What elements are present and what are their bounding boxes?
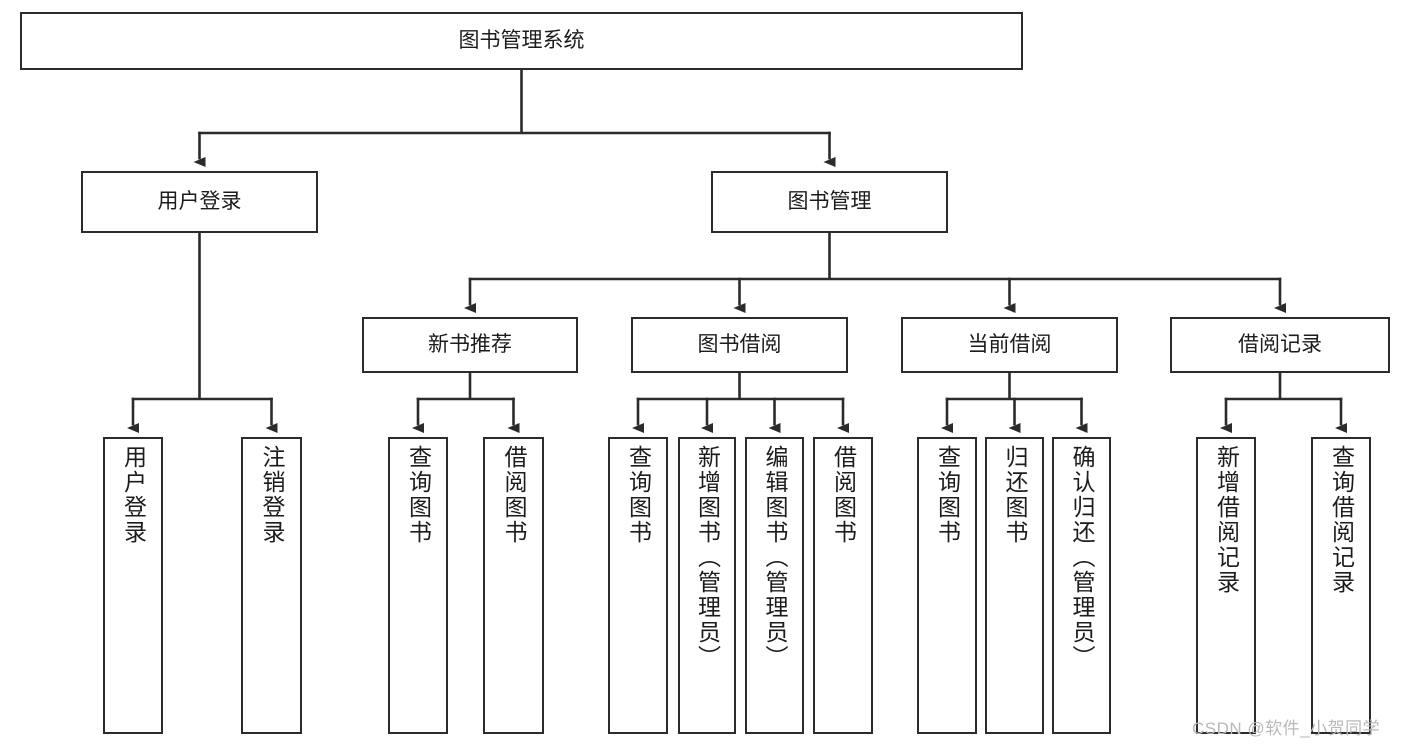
edge-bus (416, 371, 515, 401)
node-leaf-logout[interactable]: 注销登录 (241, 437, 302, 734)
node-leaf-rec-add[interactable]: 新增借阅记录 (1196, 437, 1256, 734)
node-label: 新增图书（管理员） (694, 445, 721, 670)
node-leaf-bb-add[interactable]: 新增图书（管理员） (678, 437, 736, 734)
node-label: 确认归还（管理员） (1069, 445, 1095, 670)
node-label: 用户登录 (157, 189, 242, 213)
node-label: 查询图书 (934, 445, 961, 545)
node-label: 新增借阅记录 (1213, 445, 1240, 595)
node-leaf-user-login[interactable]: 用户登录 (103, 437, 163, 734)
node-l2-records[interactable]: 借阅记录 (1170, 317, 1390, 373)
node-label: 当前借阅 (967, 332, 1052, 356)
node-leaf-cur-return[interactable]: 归还图书 (985, 437, 1044, 734)
node-l1-book-manage[interactable]: 图书管理 (711, 171, 948, 233)
edge-bus (1224, 371, 1343, 401)
watermark-text: CSDN @软件_小贺同学 (1192, 719, 1381, 738)
node-label: 图书管理系统 (458, 28, 585, 52)
node-label: 注销登录 (259, 445, 285, 545)
node-label: 借阅图书 (501, 445, 527, 545)
edge-bus (131, 231, 273, 401)
node-l2-current[interactable]: 当前借阅 (901, 317, 1118, 373)
node-label: 查询图书 (405, 445, 432, 545)
node-label: 查询图书 (625, 445, 652, 545)
edge-bus (468, 231, 1282, 281)
edge-bus (198, 68, 831, 135)
node-l1-user-login[interactable]: 用户登录 (81, 171, 318, 233)
node-label: 图书管理 (787, 189, 872, 213)
edge-bus (945, 371, 1083, 401)
node-label: 新书推荐 (428, 332, 512, 356)
node-leaf-bb-borrow[interactable]: 借阅图书 (813, 437, 873, 734)
node-label: 图书借阅 (697, 332, 782, 356)
node-l2-new-book[interactable]: 新书推荐 (362, 317, 578, 373)
node-l2-borrow[interactable]: 图书借阅 (631, 317, 848, 373)
node-root[interactable]: 图书管理系统 (20, 12, 1023, 70)
node-label: 归还图书 (1002, 445, 1028, 545)
node-leaf-rec-query[interactable]: 查询借阅记录 (1311, 437, 1371, 734)
node-label: 借阅记录 (1238, 332, 1322, 356)
node-leaf-bb-edit[interactable]: 编辑图书（管理员） (745, 437, 804, 734)
node-leaf-nb-query[interactable]: 查询图书 (388, 437, 448, 734)
node-label: 借阅图书 (830, 445, 857, 545)
node-label: 查询借阅记录 (1328, 445, 1355, 595)
edge-bus (636, 371, 845, 401)
node-leaf-nb-borrow[interactable]: 借阅图书 (483, 437, 544, 734)
node-label: 编辑图书（管理员） (762, 445, 788, 670)
node-leaf-cur-query[interactable]: 查询图书 (917, 437, 977, 734)
node-leaf-cur-confirm[interactable]: 确认归还（管理员） (1052, 437, 1111, 734)
node-leaf-bb-query[interactable]: 查询图书 (608, 437, 668, 734)
node-label: 用户登录 (120, 445, 147, 545)
